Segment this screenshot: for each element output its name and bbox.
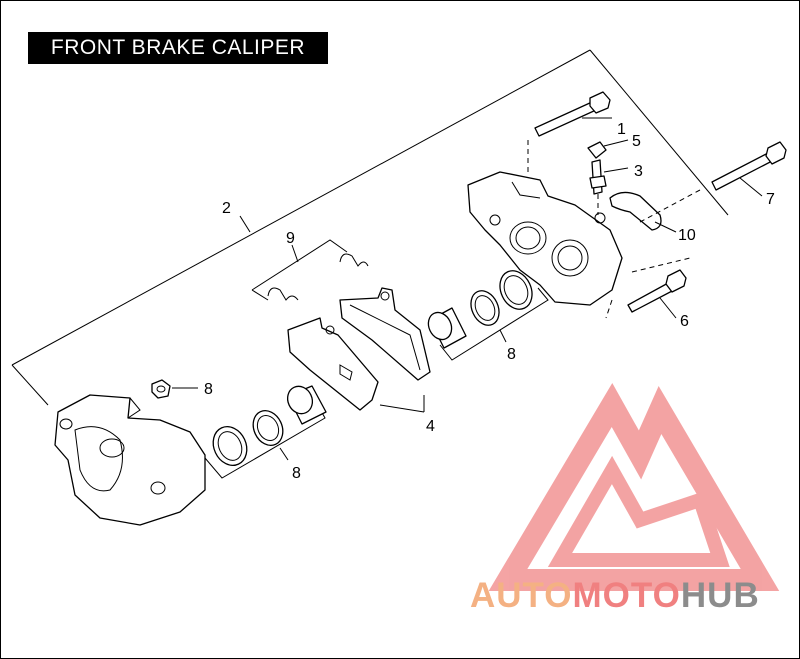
brake-pad-inner [339,287,431,381]
bracket-9 [251,239,348,301]
left-seal-outer [212,426,248,466]
left-seal-inner [252,409,284,447]
spacer-10 [609,191,677,233]
pad-clip-left [267,287,299,301]
callout-7: 7 [766,191,775,208]
leader-4 [379,395,425,413]
callout-8-left-seals: 8 [292,465,301,482]
bleeder-nut [151,379,198,399]
diagram-title: FRONT BRAKE CALIPER [28,32,328,64]
right-seal-outer [499,270,533,310]
callout-3: 3 [634,163,643,180]
watermark-moto: MOTO [572,576,681,615]
left-caliper-half [54,394,206,526]
callout-8-nut: 8 [204,381,213,398]
assembly-bracket-2 [11,49,729,406]
brake-pad-outer [287,317,379,411]
caliper-bolt-1 [527,91,612,176]
callout-2: 2 [222,200,231,217]
callout-9: 9 [286,230,295,247]
callout-4: 4 [426,418,435,435]
watermark-text: AUTOMOTOHUB [470,576,760,616]
pad-clip-right [339,253,369,267]
callout-6: 6 [680,313,689,330]
watermark-auto: AUTO [470,576,573,615]
left-piston [286,385,327,425]
right-piston [427,307,467,349]
mounting-bolt-7 [639,141,787,223]
bracket-8-right [439,287,549,361]
watermark-hub: HUB [680,576,760,615]
bleeder-cap [587,139,629,159]
watermark-logo [488,382,780,591]
callout-8-right-seals: 8 [507,346,516,363]
callout-5: 5 [632,133,641,150]
right-seal-inner [470,290,500,326]
callout-10: 10 [678,227,696,244]
mounting-bolt-6 [605,257,691,319]
callout-1: 1 [617,121,626,138]
bleeder-valve [589,159,629,215]
right-caliper-half [467,171,623,306]
